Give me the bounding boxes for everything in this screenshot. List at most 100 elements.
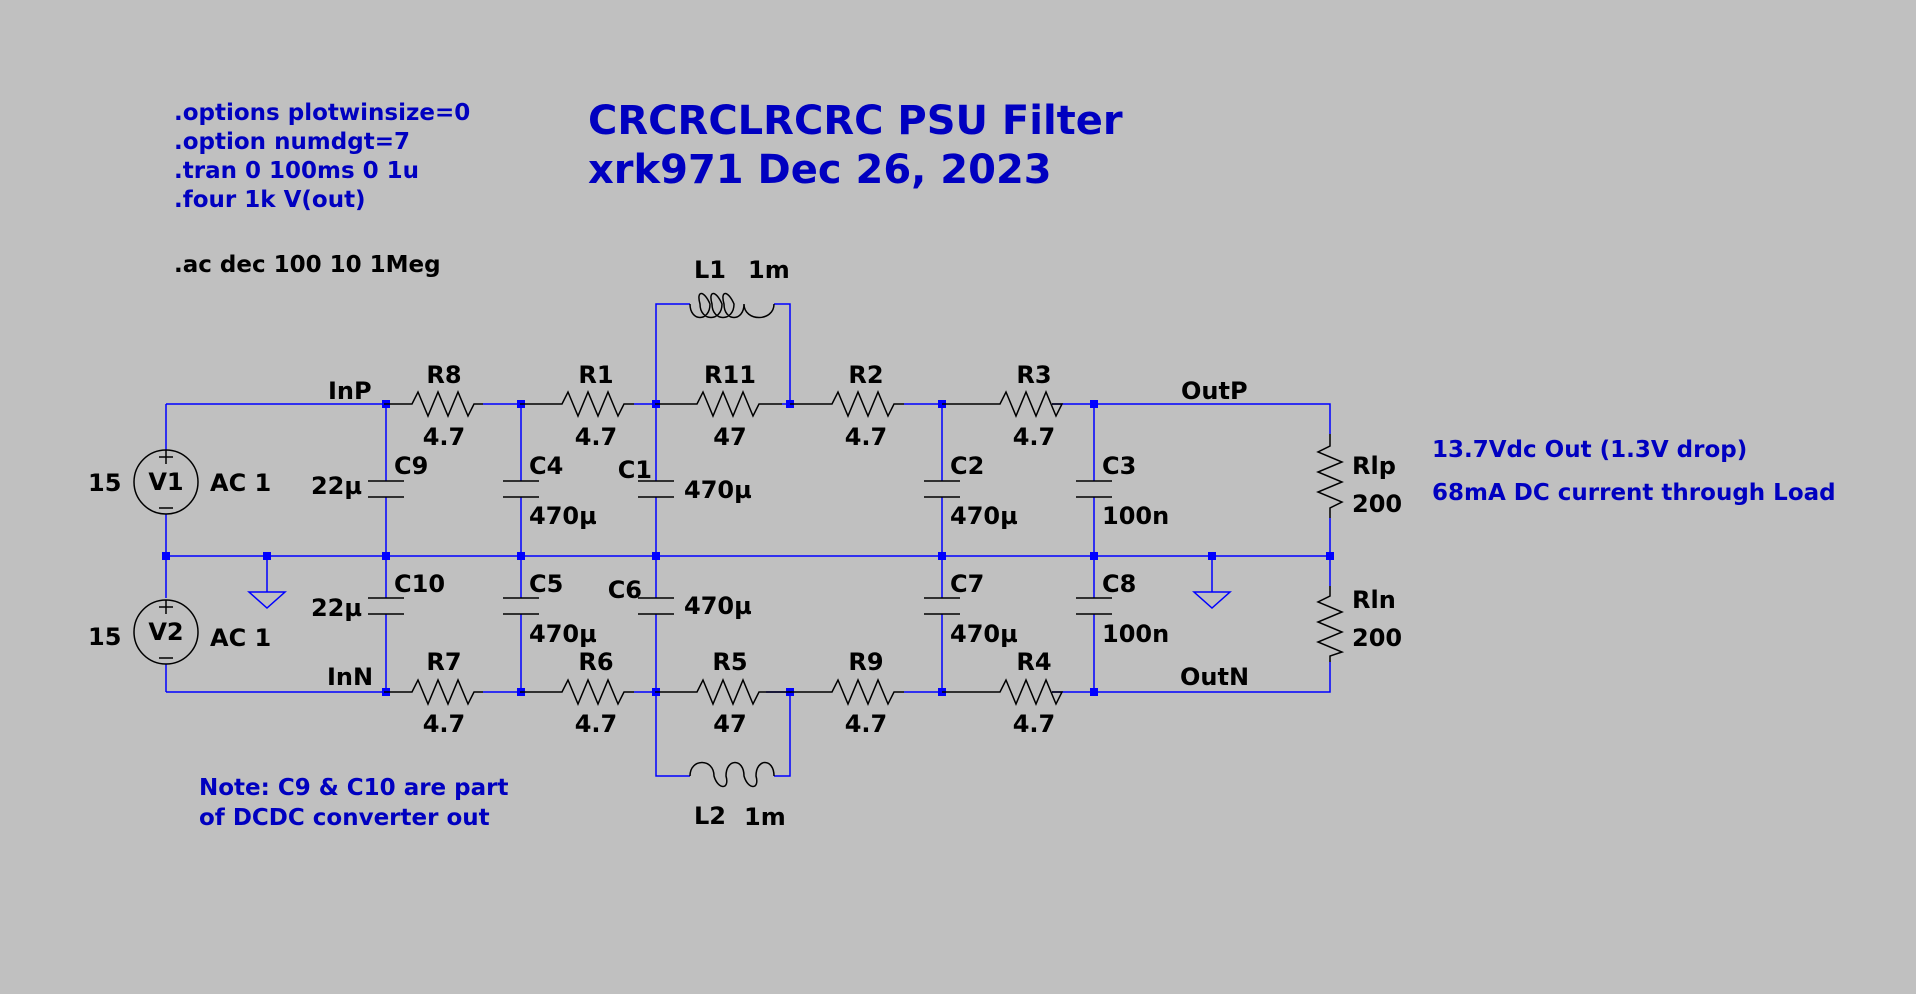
notes: 13.7Vdc Out (1.3V drop) 68mA DC current … bbox=[199, 437, 1836, 831]
component-name: R4 bbox=[1016, 648, 1051, 676]
component-name: C10 bbox=[394, 570, 445, 598]
component-name: Rlp bbox=[1352, 452, 1396, 480]
component-value: 470µ bbox=[684, 476, 752, 504]
component-name: R11 bbox=[704, 361, 756, 389]
capacitor-c3[interactable] bbox=[1076, 480, 1112, 498]
component-value: 4.7 bbox=[575, 710, 618, 738]
note-converter: of DCDC converter out bbox=[199, 805, 490, 831]
inductor-l2[interactable] bbox=[689, 761, 775, 788]
resistor-r4[interactable] bbox=[942, 678, 1064, 706]
title-block: CRCRCLRCRC PSU Filter xrk971 Dec 26, 202… bbox=[588, 98, 1123, 193]
resistor-r11[interactable] bbox=[655, 390, 782, 418]
directive-line: .ac dec 100 10 1Meg bbox=[174, 252, 441, 278]
source-ac-spec: AC 1 bbox=[210, 624, 271, 652]
note-converter: Note: C9 & C10 are part bbox=[199, 775, 509, 801]
component-name: R3 bbox=[1016, 361, 1051, 389]
net-label-inn: InN bbox=[327, 663, 373, 691]
component-name: L1 bbox=[694, 256, 726, 284]
component-value: 47 bbox=[713, 423, 746, 451]
component-value: 470µ bbox=[529, 620, 597, 648]
component-name: R8 bbox=[426, 361, 461, 389]
component-name: C8 bbox=[1102, 570, 1136, 598]
directive-line: .tran 0 100ms 0 1u bbox=[174, 158, 419, 184]
resistor-rlp[interactable] bbox=[1316, 434, 1344, 518]
component-value: 4.7 bbox=[1013, 710, 1056, 738]
component-name: C3 bbox=[1102, 452, 1136, 480]
inductor-l1[interactable] bbox=[689, 292, 775, 319]
ground-icon bbox=[247, 591, 287, 610]
note-load-current: 68mA DC current through Load bbox=[1432, 480, 1836, 506]
component-value: 100n bbox=[1102, 620, 1169, 648]
directive-line: .options plotwinsize=0 bbox=[174, 100, 470, 126]
component-name: C6 bbox=[608, 576, 642, 604]
capacitor-c1[interactable] bbox=[638, 480, 674, 498]
source-value: 15 bbox=[88, 469, 121, 497]
component-name: R7 bbox=[426, 648, 461, 676]
component-labels: R8 4.7 R1 4.7 R11 47 R2 4.7 R3 4.7 R7 4.… bbox=[311, 256, 1402, 831]
resistor-r8[interactable] bbox=[384, 390, 483, 418]
capacitor-c4[interactable] bbox=[503, 480, 539, 498]
voltage-source-v1[interactable]: V1 bbox=[133, 449, 199, 515]
component-value: 4.7 bbox=[423, 423, 466, 451]
component-name: C9 bbox=[394, 452, 428, 480]
component-value: 4.7 bbox=[845, 423, 888, 451]
voltage-source-v2[interactable]: V2 bbox=[133, 599, 199, 665]
page-subtitle: xrk971 Dec 26, 2023 bbox=[588, 147, 1052, 193]
capacitor-c7[interactable] bbox=[924, 597, 960, 615]
component-name: C2 bbox=[950, 452, 984, 480]
resistor-rln[interactable] bbox=[1316, 586, 1345, 662]
spice-directives: .options plotwinsize=0 .option numdgt=7 … bbox=[174, 100, 470, 278]
junction-dots bbox=[162, 400, 1334, 696]
component-name: R2 bbox=[848, 361, 883, 389]
source-name: V2 bbox=[148, 618, 183, 646]
resistor-r2[interactable] bbox=[790, 390, 904, 418]
page-title: CRCRCLRCRC PSU Filter bbox=[588, 98, 1123, 144]
resistor-r1[interactable] bbox=[520, 390, 634, 418]
component-value: 470µ bbox=[684, 592, 752, 620]
component-value: 22µ bbox=[311, 472, 362, 500]
component-name: R5 bbox=[712, 648, 747, 676]
component-value: 100n bbox=[1102, 502, 1169, 530]
component-value: 47 bbox=[713, 710, 746, 738]
net-label-inp: InP bbox=[328, 377, 372, 405]
source-name: V1 bbox=[148, 468, 183, 496]
source-value: 15 bbox=[88, 623, 121, 651]
capacitor-c6[interactable] bbox=[638, 597, 674, 615]
component-name: C7 bbox=[950, 570, 984, 598]
component-value: 1m bbox=[744, 803, 786, 831]
ground-icon bbox=[1192, 591, 1232, 610]
directive-line: .option numdgt=7 bbox=[174, 129, 410, 155]
component-value: 200 bbox=[1352, 624, 1402, 652]
resistor-r3[interactable] bbox=[942, 390, 1064, 418]
component-value: 4.7 bbox=[423, 710, 466, 738]
capacitor-c5[interactable] bbox=[503, 597, 539, 615]
net-labels: InP InN OutP OutN bbox=[327, 377, 1249, 691]
component-value: 200 bbox=[1352, 490, 1402, 518]
capacitor-c9[interactable] bbox=[368, 480, 404, 498]
component-value: 4.7 bbox=[1013, 423, 1056, 451]
component-value: 4.7 bbox=[575, 423, 618, 451]
component-name: C5 bbox=[529, 570, 563, 598]
component-name: C1 bbox=[618, 456, 652, 484]
resistor-r6[interactable] bbox=[520, 678, 634, 706]
capacitor-c2[interactable] bbox=[924, 480, 960, 498]
capacitor-c8[interactable] bbox=[1076, 597, 1112, 615]
net-label-outp: OutP bbox=[1181, 377, 1248, 405]
component-value: 470µ bbox=[950, 502, 1018, 530]
component-name: R9 bbox=[848, 648, 883, 676]
resistor-r7[interactable] bbox=[384, 678, 483, 706]
component-value: 1m bbox=[748, 256, 790, 284]
component-value: 22µ bbox=[311, 594, 362, 622]
component-name: R6 bbox=[578, 648, 613, 676]
resistor-r9[interactable] bbox=[790, 678, 904, 706]
directive-line: .four 1k V(out) bbox=[174, 187, 366, 213]
capacitor-c10[interactable] bbox=[368, 597, 404, 615]
component-name: C4 bbox=[529, 452, 563, 480]
component-name: L2 bbox=[694, 802, 726, 830]
component-value: 4.7 bbox=[845, 710, 888, 738]
resistor-r5[interactable] bbox=[655, 678, 790, 706]
note-output-voltage: 13.7Vdc Out (1.3V drop) bbox=[1432, 437, 1747, 463]
component-value: 470µ bbox=[950, 620, 1018, 648]
source-ac-spec: AC 1 bbox=[210, 469, 271, 497]
